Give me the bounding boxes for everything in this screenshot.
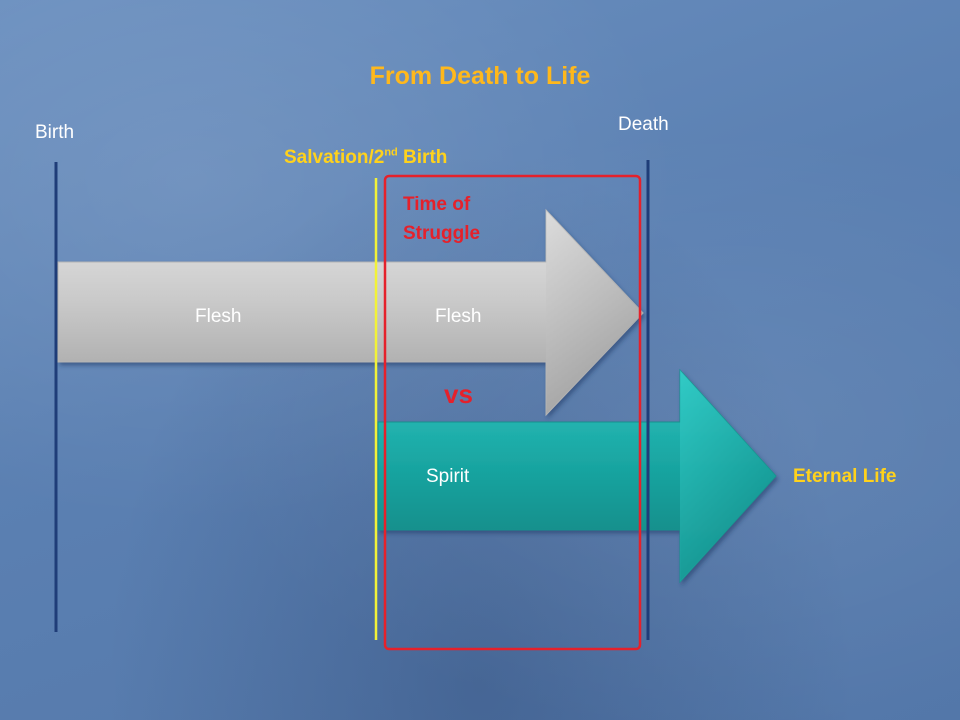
salvation-label-main: Salvation/2 xyxy=(284,147,385,168)
death-label: Death xyxy=(618,114,669,135)
struggle-label: Struggle xyxy=(403,223,481,244)
birth-label: Birth xyxy=(35,122,75,143)
salvation-label: Salvation/2nd Birth xyxy=(284,147,447,169)
eternal-life-label: Eternal Life xyxy=(793,466,897,487)
salvation-label-end: Birth xyxy=(397,147,448,168)
versus-label: vs xyxy=(444,379,473,409)
spirit-arrow-head-shade xyxy=(680,370,776,582)
spirit-label: Spirit xyxy=(426,466,470,487)
flesh-label-left: Flesh xyxy=(195,306,242,327)
struggle-box xyxy=(383,174,642,651)
slide-title: From Death to Life xyxy=(369,62,591,90)
flesh-label-right: Flesh xyxy=(435,306,482,327)
time-of-label: Time of xyxy=(403,194,471,215)
salvation-label-sup: nd xyxy=(384,146,398,159)
flesh-arrow-head-shade xyxy=(546,210,643,415)
